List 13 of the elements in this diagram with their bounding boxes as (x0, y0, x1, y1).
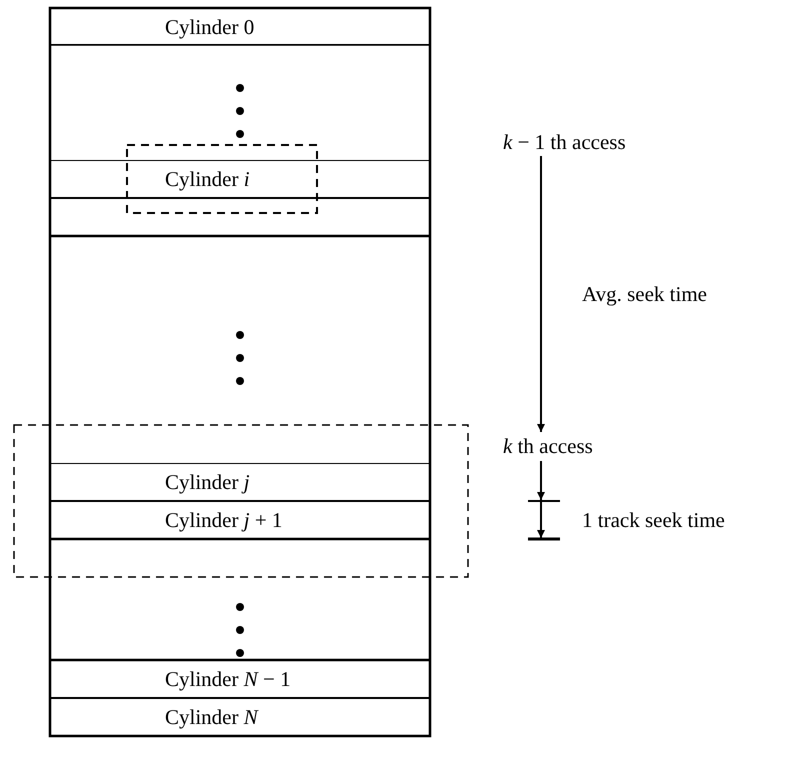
cylinder-label: Cylinder N − 1 (165, 667, 291, 691)
arrow (537, 156, 545, 432)
cylinder-label: Cylinder N (165, 705, 258, 729)
dimension-label: 1 track seek time (582, 508, 725, 532)
cylinder-label: Cylinder 0 (165, 15, 254, 39)
cylinder-label: Cylinder i (165, 167, 250, 191)
access-label: k th access (503, 434, 593, 458)
cylinder-label: Cylinder j + 1 (165, 508, 282, 532)
cylinder-label: Cylinder j (165, 470, 250, 494)
cylinder-row (50, 463, 430, 501)
edge-label: Avg. seek time (582, 282, 707, 306)
cylinder-row (50, 160, 430, 198)
access-label: k − 1 th access (503, 130, 626, 154)
